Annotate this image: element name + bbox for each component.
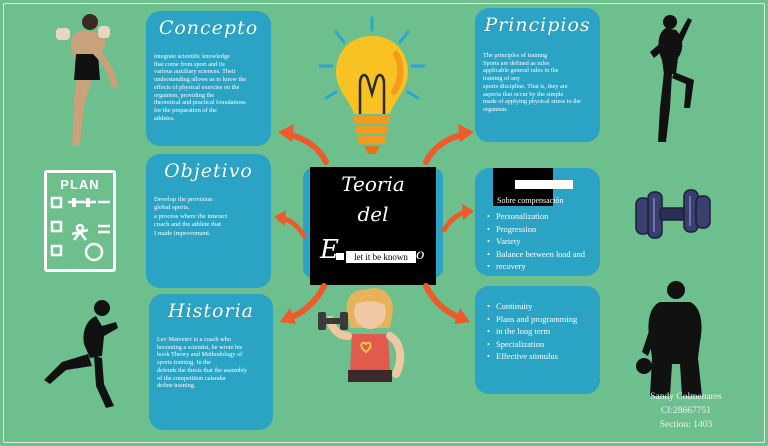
card-text-line: understanding allows us to know the xyxy=(154,76,247,84)
card-principles-list-one: Sobre compensación Personalization Progr… xyxy=(475,168,600,276)
list-item: in the long term xyxy=(487,325,594,338)
card-text-line: various auxiliary sciences. Their xyxy=(154,68,236,76)
known-banner-text: let it be known xyxy=(354,252,408,262)
card-concepto-body: integrate scientific knowledge that come… xyxy=(154,53,263,122)
card-text-line: Develop the provision xyxy=(154,196,213,203)
card-text-line: becoming a scientist, he wrote his xyxy=(157,343,243,351)
redacted-white-bar xyxy=(515,180,573,189)
plan-label: PLAN xyxy=(60,177,100,192)
card-text-line: defends the thesis that the assembly xyxy=(157,366,248,374)
list-item: Plans and programming xyxy=(487,313,594,326)
card-text-line: training of any xyxy=(483,75,521,83)
list-label: Sobre compensación xyxy=(497,196,564,205)
list-item: Effective stimulus xyxy=(487,350,594,363)
dumbbell-icon xyxy=(635,189,711,239)
card-principios-body: The principles of training Sports are de… xyxy=(483,52,592,114)
card-text-line: The principles of training xyxy=(483,52,548,59)
card-text-line: organism, providing the xyxy=(154,91,215,99)
card-text-line: for the preparation of the xyxy=(154,106,217,114)
card-concepto: Concepto integrate scientific knowledge … xyxy=(146,11,271,146)
card-text-line: effects of physical exercise on the xyxy=(154,83,240,91)
high-knee-woman-silhouette-icon xyxy=(650,15,694,142)
credits-ci: CI:28667751 xyxy=(660,406,712,416)
center-title-line-3-start: E xyxy=(320,235,339,265)
card-text-line: define training. xyxy=(157,382,196,390)
card-text-line: a process where the interact xyxy=(154,212,228,220)
arrow-to-list-one xyxy=(441,204,474,233)
list-item: Personalization xyxy=(487,210,594,223)
center-title-line-3-end: o xyxy=(416,247,425,263)
list-two: Continuity Plans and programming in the … xyxy=(487,300,594,363)
credits-name: Sandy Colmenares xyxy=(650,392,722,402)
runner-kick-silhouette-icon xyxy=(44,300,118,408)
arrow-to-historia xyxy=(280,283,327,324)
woman-with-dumbbell-icon xyxy=(318,288,405,382)
card-text-line: of the competition calendar xyxy=(157,374,227,382)
card-text-line: athletes. xyxy=(154,114,175,122)
card-text-line: sports training. In the xyxy=(157,359,211,367)
known-banner: let it be known xyxy=(346,251,416,263)
card-text-line: book Theory and Methodology of xyxy=(157,351,243,359)
list-item: Continuity xyxy=(487,300,594,313)
card-text-line: organism. xyxy=(483,105,508,113)
list-item: Balance between load and xyxy=(487,248,594,261)
page-frame xyxy=(3,3,765,443)
arrow-to-list-two xyxy=(423,283,470,324)
center-title-line-1: Teoria xyxy=(341,172,405,196)
card-text-line: Sports are defined as rules xyxy=(483,59,550,67)
man-with-kettlebell-silhouette-icon xyxy=(636,281,702,396)
center-title-line-2: del xyxy=(357,202,389,226)
arrow-to-principios xyxy=(423,124,474,165)
arrow-to-concepto xyxy=(278,124,329,165)
list-item: Specialization xyxy=(487,338,594,351)
small-marker xyxy=(336,253,344,260)
card-text-line: coach and the athlete that xyxy=(154,221,222,229)
card-text-line: Lev Matveiev is a coach who xyxy=(157,336,231,343)
plan-clipboard-icon: PLAN xyxy=(44,170,116,272)
card-principios-title: Principios xyxy=(484,14,591,36)
card-historia-title: Historia xyxy=(168,300,254,322)
card-text-line: integrate scientific knowledge xyxy=(154,53,230,60)
card-objetivo-title: Objetivo xyxy=(164,160,253,182)
card-objetivo-body: Develop the provision global sports. a p… xyxy=(154,196,263,238)
card-text-line: I made improvement. xyxy=(154,229,211,237)
card-text-line: made of applying physical stress to the xyxy=(483,98,581,106)
list-item: Variety xyxy=(487,235,594,248)
card-principios: Principios The principles of training Sp… xyxy=(475,8,600,142)
card-text-line: global sports. xyxy=(154,204,190,212)
credits-section: Section: 1403 xyxy=(659,420,713,430)
card-text-line: that come from sport and its xyxy=(154,60,225,68)
card-text-line: theoretical and practical foundations xyxy=(154,99,246,107)
card-concepto-title: Concepto xyxy=(158,17,259,39)
plan-checklist-icon xyxy=(50,196,110,262)
list-one: Personalization Progression Variety Bala… xyxy=(487,210,594,273)
list-item: recovery xyxy=(487,260,594,273)
card-historia: Historia Lev Matveiev is a coach who bec… xyxy=(149,294,273,430)
card-text-line: sports discipline. That is, they are xyxy=(483,82,568,90)
list-item: Progression xyxy=(487,223,594,236)
card-text-line: applicable general rules in the xyxy=(483,67,559,75)
lightbulb-icon xyxy=(318,16,426,154)
card-text-line: aspects that occur by the simple xyxy=(483,90,564,98)
kickboxer-silhouette-icon xyxy=(56,14,118,146)
arrow-to-objetivo xyxy=(274,210,307,239)
credits: Sandy Colmenares CI:28667751 Section: 14… xyxy=(626,390,746,432)
card-principles-list-two: Continuity Plans and programming in the … xyxy=(475,286,600,394)
center-title-box: Teoria del E o let it be known xyxy=(310,167,436,285)
card-objetivo: Objetivo Develop the provision global sp… xyxy=(146,154,271,288)
card-historia-body: Lev Matveiev is a coach who becoming a s… xyxy=(157,336,265,390)
